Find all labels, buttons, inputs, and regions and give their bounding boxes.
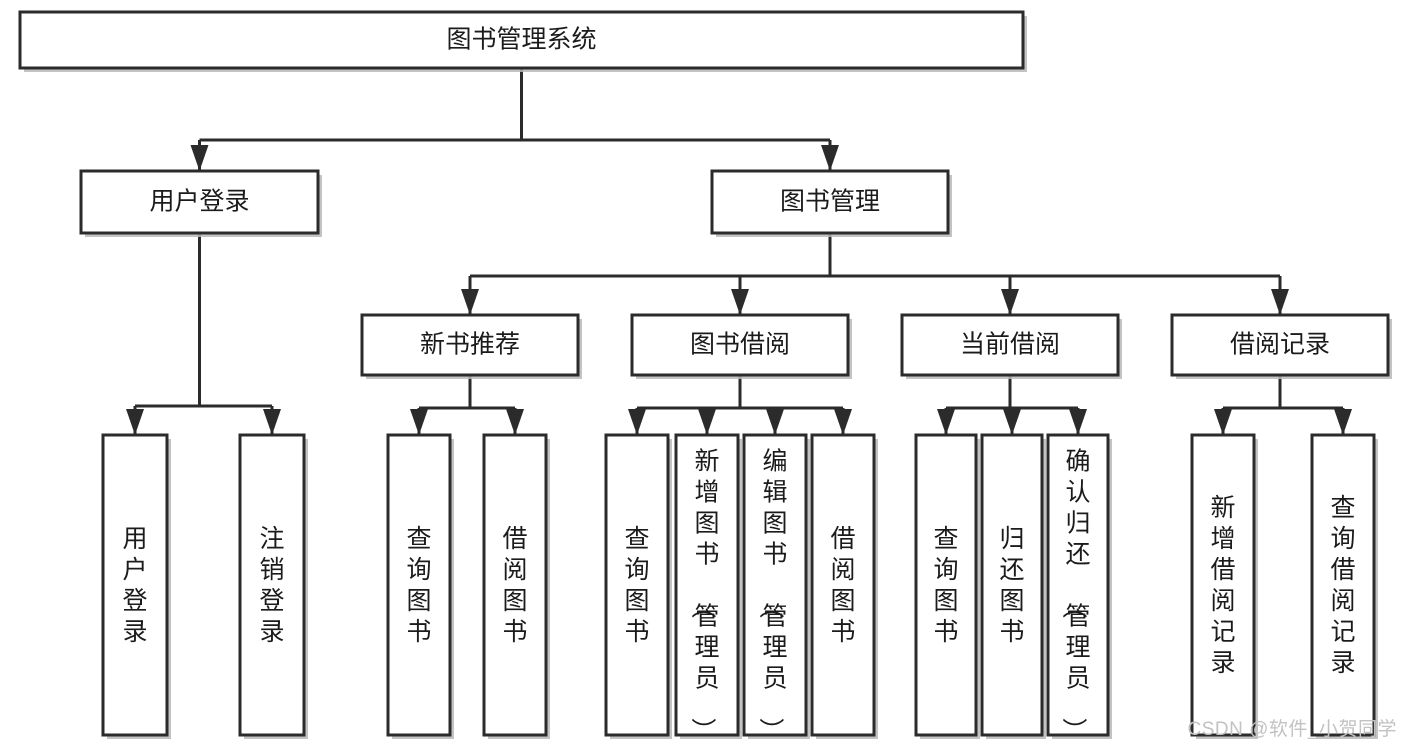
node-box[interactable] [79,169,320,235]
csdn-watermark: CSDN @软件_小贺同学 [1187,719,1397,740]
node-label: 借阅图书 [502,525,527,646]
node-label: 查询图书 [406,525,431,646]
node-bookmgmt[interactable]: 图书管理 [710,169,952,237]
node-label: 借阅图书 [830,525,855,646]
node-box[interactable] [742,433,808,737]
node-leaf-borrow-book-2[interactable]: 借阅图书 [810,433,878,739]
node-leaf-add-book[interactable]: 新增图书（管理员） [674,433,742,743]
node-label: 查询借阅记录 [1330,494,1355,677]
node-leaf-add-record[interactable]: 新增借阅记录 [1190,433,1258,739]
node-box[interactable] [1170,313,1390,377]
node-box[interactable] [810,433,876,737]
node-box[interactable] [1046,433,1110,737]
node-leaf-query-book-3[interactable]: 查询图书 [914,433,980,739]
node-label: 查询图书 [933,525,958,646]
node-leaf-query-record[interactable]: 查询借阅记录 [1310,433,1378,739]
node-label: 图书借阅 [690,331,790,359]
node-root[interactable]: 图书管理系统 [18,10,1027,72]
node-label: 新增借阅记录 [1210,494,1235,677]
node-box[interactable] [18,10,1025,70]
node-box[interactable] [674,433,740,737]
node-box[interactable] [630,313,850,377]
node-newbook[interactable]: 新书推荐 [360,313,582,379]
node-label: 归还图书 [999,525,1024,646]
node-label: 当前借阅 [960,331,1060,359]
node-box[interactable] [914,433,978,737]
node-box[interactable] [360,313,580,377]
node-label: 新书推荐 [420,331,520,359]
node-leaf-query-book-1[interactable]: 查询图书 [386,433,454,739]
node-box[interactable] [1190,433,1256,737]
node-leaf-return-book[interactable]: 归还图书 [980,433,1046,739]
node-records[interactable]: 借阅记录 [1170,313,1392,379]
node-label: 查询图书 [624,525,649,646]
node-leaf-borrow-book-1[interactable]: 借阅图书 [482,433,550,739]
node-box[interactable] [101,433,169,737]
node-box[interactable] [980,433,1044,737]
node-label: 编辑图书（管理员） [756,448,787,743]
node-leaf-query-book-2[interactable]: 查询图书 [604,433,672,739]
node-leaf-user-login[interactable]: 用户登录 [101,433,171,739]
node-label: 借阅记录 [1230,331,1330,359]
node-box[interactable] [1310,433,1376,737]
node-box[interactable] [710,169,950,235]
node-login[interactable]: 用户登录 [79,169,322,237]
node-label: 用户登录 [149,188,249,216]
node-box[interactable] [604,433,670,737]
node-label: 图书管理 [780,188,880,216]
node-label: 图书管理系统 [446,26,596,54]
node-box[interactable] [900,313,1120,377]
node-leaf-edit-book[interactable]: 编辑图书（管理员） [742,433,810,743]
node-label: 用户登录 [122,525,147,646]
node-box[interactable] [238,433,306,737]
node-label: 确认归还（管理员） [1059,448,1090,743]
node-leaf-logout[interactable]: 注销登录 [238,433,308,739]
node-box[interactable] [482,433,548,737]
node-label: 新增图书（管理员） [688,448,719,743]
node-box[interactable] [386,433,452,737]
node-borrow[interactable]: 图书借阅 [630,313,852,379]
node-current[interactable]: 当前借阅 [900,313,1122,379]
node-label: 注销登录 [259,525,284,646]
node-leaf-confirm-return[interactable]: 确认归还（管理员） [1046,433,1112,743]
